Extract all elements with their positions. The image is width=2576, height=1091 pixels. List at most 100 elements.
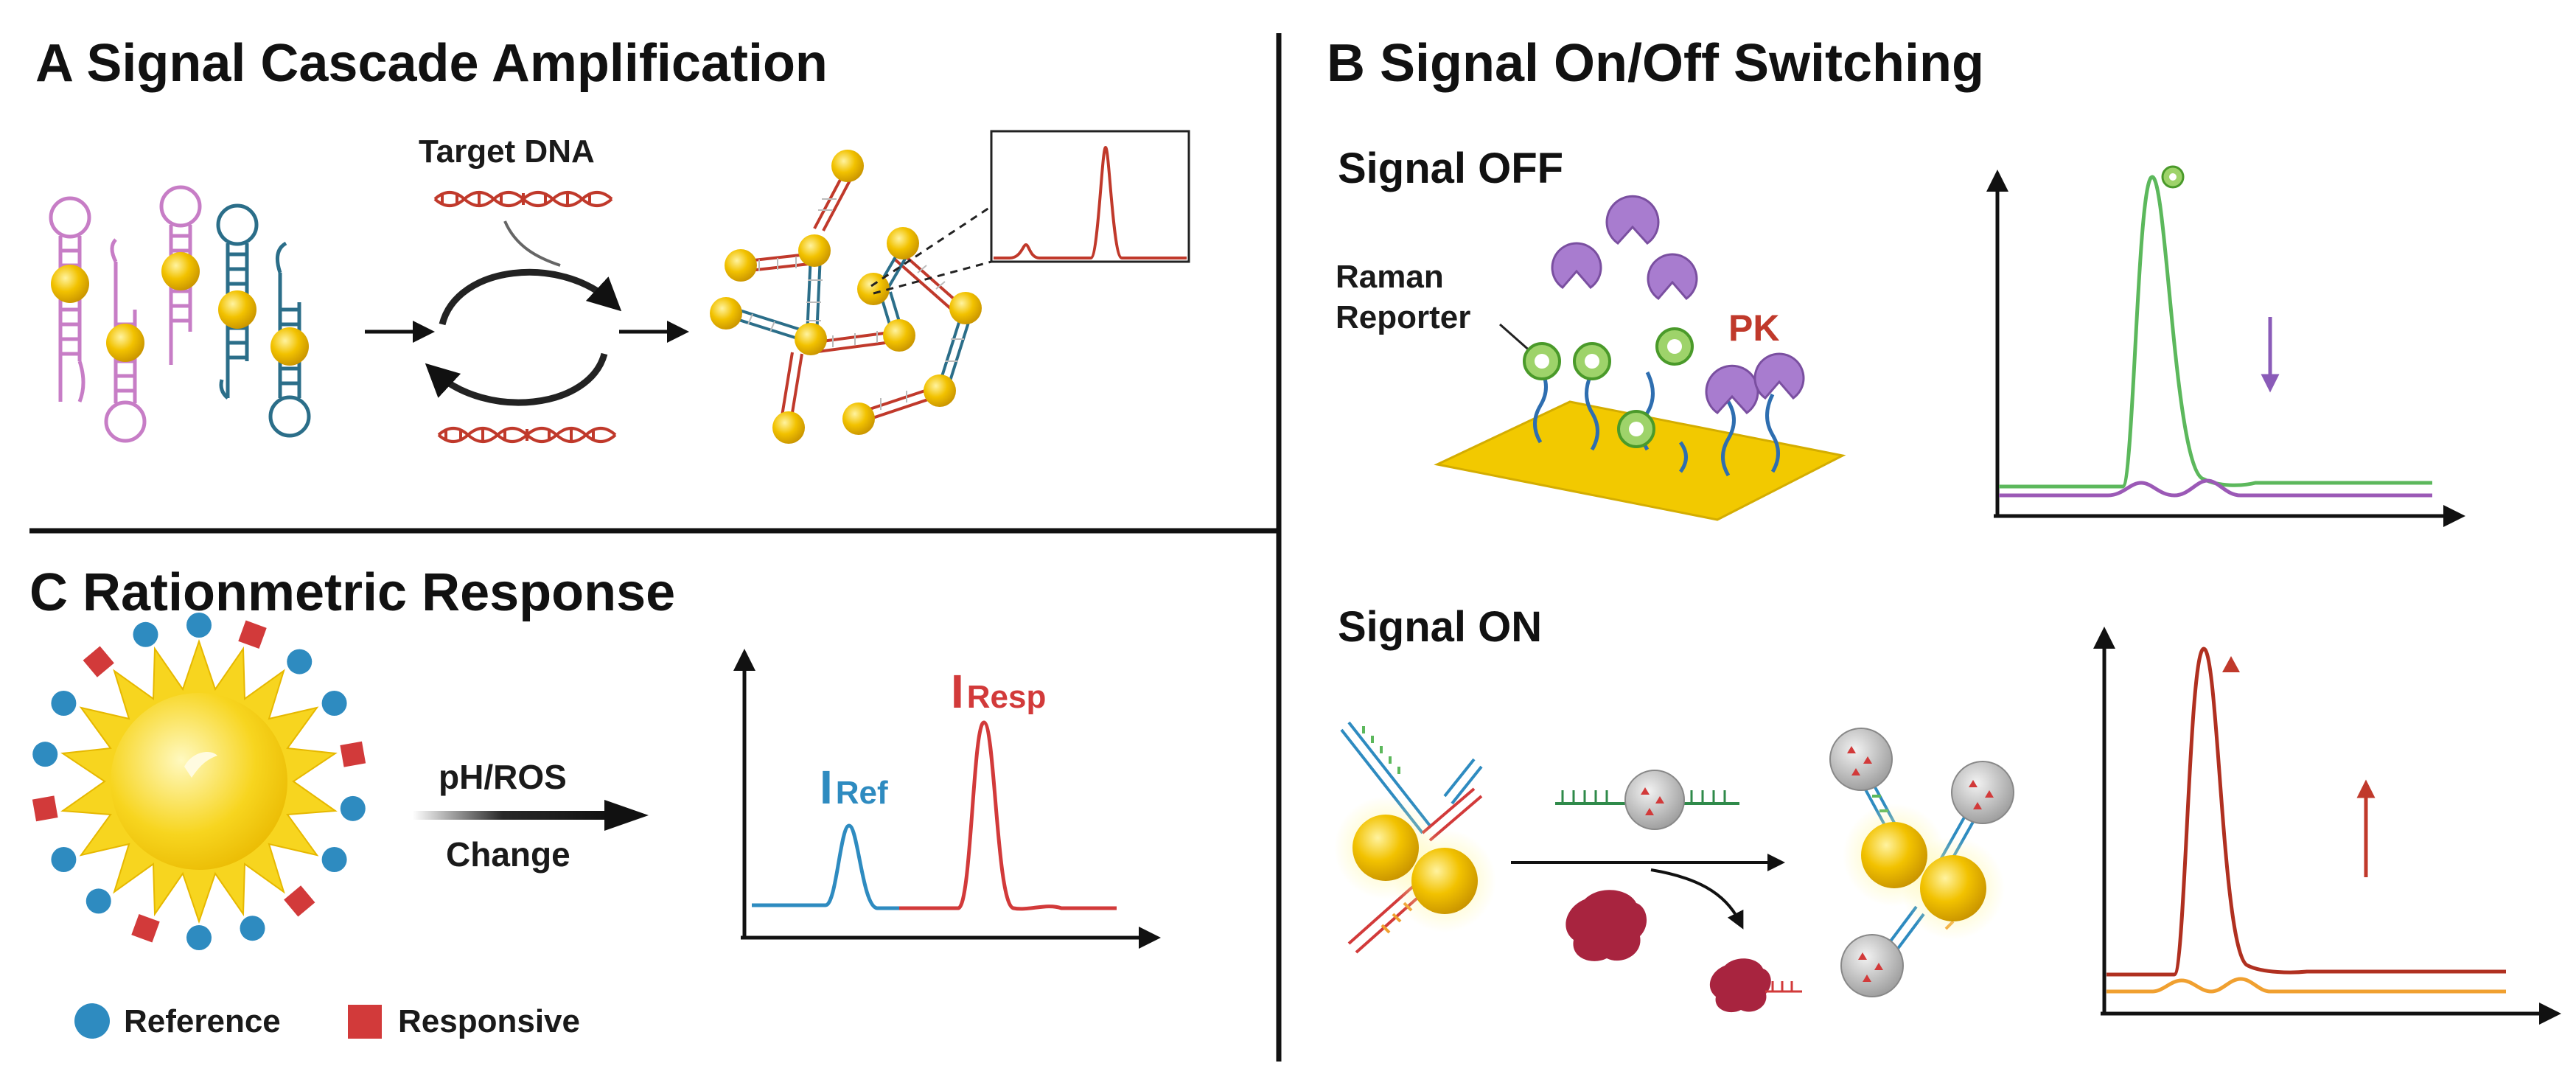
gold-particle	[270, 327, 309, 366]
gold-particle	[1352, 815, 1419, 881]
cycle-arrow-bottom	[425, 352, 608, 406]
reference-ligand	[321, 847, 347, 872]
pk-label: PK	[1728, 307, 1779, 349]
target-dna-helix-top	[433, 191, 613, 207]
target-dna-label: Target DNA	[419, 133, 595, 170]
reference-ligand	[240, 916, 265, 941]
ref-spectrum	[752, 823, 899, 910]
legend-reference-marker	[74, 1003, 110, 1039]
off-spectrum-green	[1999, 175, 2432, 489]
panel-b: Signal OFF Raman Reporter	[1334, 144, 2561, 1025]
gold-particle	[772, 411, 805, 444]
reference-ligand	[186, 925, 212, 950]
cycle-entry-arrow	[503, 220, 561, 267]
enzyme-blobs	[1566, 890, 1802, 1013]
gold-particle	[1861, 822, 1927, 888]
ref-peak-label: IRef	[820, 761, 888, 814]
inset-spectrum-line	[994, 145, 1187, 259]
grey-bead	[1624, 770, 1685, 830]
gold-particle	[51, 265, 89, 303]
network-particles	[710, 150, 982, 444]
reporter-ring-hole	[1629, 422, 1644, 436]
responsive-ligand	[32, 795, 58, 822]
target-dna-helix-bottom	[437, 427, 617, 443]
responsive-ligand	[131, 913, 160, 943]
reference-ligand	[340, 795, 366, 821]
grey-bead	[1951, 761, 2014, 824]
gold-particle	[106, 324, 144, 362]
on-peak-triangle	[2222, 656, 2240, 672]
off-peak-reporter-hole	[2169, 173, 2177, 181]
reporter-pointer	[1499, 323, 1532, 354]
ratiometric-chart: IRef IResp	[733, 649, 1161, 949]
substrate-plate	[1434, 400, 1846, 521]
pk-proteins	[1551, 195, 1805, 414]
gold-particle	[924, 374, 956, 407]
resp-spectrum	[899, 720, 1117, 911]
grey-bead	[1829, 728, 1893, 791]
gold-particle	[949, 292, 982, 324]
on-spectrum-orange	[2106, 977, 2506, 994]
panel-a-title: A Signal Cascade Amplification	[35, 34, 828, 93]
gold-particle	[161, 252, 200, 290]
zoom-line	[873, 260, 992, 295]
probe-strand	[1555, 770, 1739, 830]
gold-particle	[218, 290, 256, 329]
pk-protein	[1705, 364, 1759, 414]
cycle-arrow-top	[439, 268, 622, 326]
stimulus-arrow-shaft	[413, 811, 612, 820]
inset-spectrum-frame	[990, 130, 1190, 263]
reporter-ring-hole	[1667, 339, 1682, 354]
legend: Reference Responsive	[74, 1003, 580, 1039]
stimulus-arrow-head	[604, 800, 649, 831]
panel-a: Target DNA	[49, 130, 1190, 444]
reference-ligand	[186, 613, 212, 638]
pk-protein	[1551, 242, 1602, 290]
gold-particle	[795, 323, 827, 355]
gold-particle	[857, 273, 890, 305]
signal-on-title: Signal ON	[1338, 603, 1542, 651]
signal-off-title: Signal OFF	[1338, 144, 1563, 192]
enzyme-blob	[1709, 958, 1771, 1013]
gold-particle	[725, 249, 757, 282]
grey-bead	[1840, 934, 1904, 997]
off-spectrum-chart	[1986, 165, 2465, 527]
gold-particle	[710, 297, 742, 330]
raman-reporters	[1523, 327, 1694, 448]
off-spectrum-purple	[1999, 478, 2432, 498]
on-release-arrow	[1650, 868, 1744, 930]
gold-particle	[883, 319, 915, 352]
panel-c: pH/ROS Change IRef IResp Reference Respo…	[32, 613, 1161, 1039]
gold-particle	[831, 150, 864, 182]
reference-ligand	[133, 621, 158, 647]
reporter-ring-hole	[1585, 354, 1599, 369]
reference-ligand	[51, 847, 77, 872]
on-right-aggregate	[1829, 728, 2014, 997]
resp-peak-label: IResp	[951, 665, 1046, 718]
on-left-aggregate	[1334, 721, 1496, 954]
legend-reference-label: Reference	[124, 1003, 281, 1039]
pk-protein	[1753, 352, 1805, 400]
raman-reporter-label-1: Raman	[1336, 259, 1444, 295]
raman-reporter-label-2: Reporter	[1336, 299, 1470, 335]
panel-c-title: C Rationmetric Response	[29, 563, 675, 622]
reference-ligand	[287, 649, 313, 675]
sun-highlight	[184, 752, 217, 778]
stimulus-label-2: Change	[446, 835, 570, 874]
zoom-line	[870, 205, 992, 287]
reporter-ring-hole	[1535, 354, 1549, 369]
sun-core	[111, 693, 287, 870]
on-spectrum-red	[2106, 646, 2506, 977]
gold-particle	[887, 227, 919, 259]
reference-ligand	[51, 691, 77, 716]
responsive-ligand	[340, 741, 366, 767]
gold-particle	[842, 402, 875, 435]
responsive-ligand	[83, 646, 114, 677]
stimulus-label-1: pH/ROS	[439, 758, 567, 796]
legend-responsive-marker	[348, 1005, 382, 1039]
pk-protein	[1647, 253, 1698, 301]
panel-b-title: B Signal On/Off Switching	[1327, 34, 1984, 93]
ligand-shell	[32, 613, 366, 950]
reference-ligand	[32, 742, 58, 767]
